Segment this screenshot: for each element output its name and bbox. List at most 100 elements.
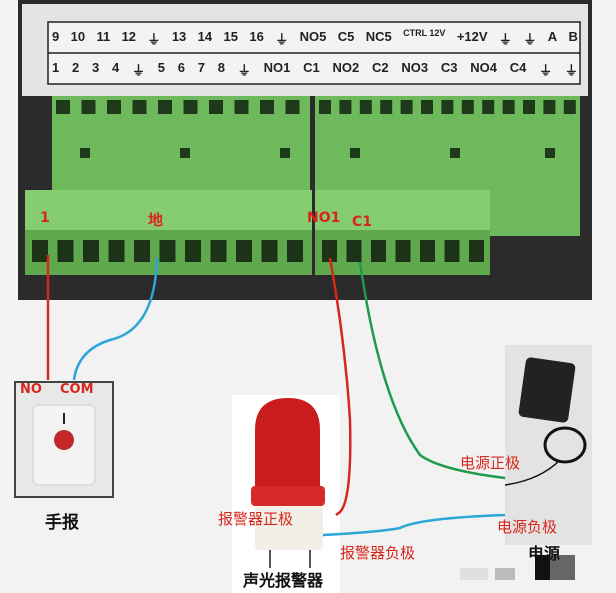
terminal-label: 3 <box>92 60 100 75</box>
terminal-label: ⏚ <box>539 63 553 78</box>
header-socket <box>461 100 474 114</box>
terminal-label: 5 <box>157 60 166 75</box>
terminal-label: C1 <box>303 60 320 75</box>
strobe-alarm-caption: 声光报警器 <box>243 571 324 590</box>
terminal-label: NO5 <box>299 29 327 44</box>
terminal-label: 15 <box>223 29 238 44</box>
header-socket <box>380 100 393 114</box>
plug-terminal-hole <box>395 240 411 262</box>
terminal-label: ⏚ <box>275 32 289 47</box>
terminal-label: 13 <box>171 29 187 44</box>
plug-terminal-hole <box>469 240 484 262</box>
plug-terminal-hole <box>287 240 303 262</box>
terminal-label: NC5 <box>365 29 392 44</box>
panic-com-label: COM <box>60 382 94 397</box>
header-socket <box>234 100 249 114</box>
header-socket <box>285 100 300 114</box>
terminal-label: 11 <box>96 29 111 44</box>
terminal-label: C3 <box>440 60 458 75</box>
terminal-label: ⏚ <box>523 32 537 47</box>
header-socket <box>441 100 454 114</box>
plug-terminal-hole <box>322 240 337 262</box>
power-supply-caption: 电源 <box>528 544 561 563</box>
header-hole <box>450 148 460 158</box>
panic-no-label: NO <box>20 382 42 397</box>
terminal-label: ⏚ <box>237 63 251 78</box>
plug-terminal-hole <box>159 240 176 262</box>
terminal-label: 8 <box>217 60 226 75</box>
power-negative-label: 电源负极 <box>497 518 558 536</box>
terminal-label: 14 <box>197 29 213 44</box>
power-adapter-icon <box>518 357 576 423</box>
header-socket <box>502 100 515 114</box>
plug-terminal-hole <box>261 240 278 262</box>
wire-blue-power <box>322 513 506 537</box>
terminal-label: 6 <box>177 60 186 75</box>
header-hole <box>80 148 90 158</box>
plug-terminal-hole <box>444 240 460 262</box>
plug-terminal-hole <box>32 240 48 262</box>
terminal-label: A <box>547 29 558 44</box>
header-socket <box>482 100 495 114</box>
header-socket <box>209 100 223 114</box>
terminal-label: CTRL 12V <box>403 28 446 38</box>
terminal-label: NO4 <box>470 60 497 75</box>
terminal-label: ⏚ <box>132 63 146 78</box>
header-socket <box>523 100 535 114</box>
plug-terminal-hole <box>108 240 125 262</box>
plug-label-ground: 地 <box>148 211 164 229</box>
header-socket <box>183 100 198 114</box>
header-socket <box>319 100 331 114</box>
alarm-positive-label: 报警器正极 <box>218 510 294 528</box>
panic-button-caption: 手报 <box>45 513 79 533</box>
terminal-label: ⏚ <box>147 32 161 47</box>
header-socket <box>158 100 172 114</box>
header-socket <box>421 100 433 114</box>
header-hole <box>350 148 360 158</box>
plug-terminal-hole <box>134 240 150 262</box>
strobe-base <box>255 506 323 550</box>
terminal-label: C2 <box>371 60 389 75</box>
header-socket <box>543 100 556 114</box>
terminal-label: NO1 <box>263 60 291 75</box>
terminal-label: 7 <box>197 60 206 75</box>
header-socket <box>359 100 372 114</box>
strobe-dome <box>255 398 320 488</box>
plug-terminal-hole <box>346 240 362 262</box>
terminal-label: 4 <box>112 60 120 75</box>
header-hole <box>180 148 190 158</box>
plug-terminal-hole <box>57 240 74 262</box>
header-socket <box>260 100 274 114</box>
terminal-label: 10 <box>70 29 86 44</box>
header-socket <box>339 100 352 114</box>
header-hole <box>280 148 290 158</box>
plug-right-top <box>315 190 490 232</box>
terminal-label: 16 <box>249 29 264 44</box>
terminal-label: B <box>568 29 578 44</box>
plug-terminal-hole <box>83 240 99 262</box>
terminal-label: ⏚ <box>564 63 578 78</box>
terminal-label: 1 <box>52 60 60 75</box>
terminal-label: C5 <box>337 29 355 44</box>
header-socket <box>400 100 413 114</box>
alarm-negative-label: 报警器负极 <box>340 544 416 562</box>
wire-blue-panic <box>72 257 159 381</box>
terminal-label: NO2 <box>332 60 360 75</box>
plug-left-top <box>25 190 312 232</box>
plug-terminal-hole <box>210 240 227 262</box>
plug-terminal-hole <box>371 240 386 262</box>
plug-terminal-hole <box>420 240 435 262</box>
wire-red-alarm <box>328 257 352 516</box>
header-socket <box>132 100 147 114</box>
plug-terminal-hole <box>236 240 252 262</box>
header-socket <box>81 100 96 114</box>
plug-label-c1: C1 <box>352 214 373 230</box>
terminal-label: 9 <box>52 29 60 44</box>
power-positive-label: 电源正极 <box>460 454 521 472</box>
panic-button-icon <box>54 430 74 450</box>
terminal-label: +12V <box>456 29 488 44</box>
